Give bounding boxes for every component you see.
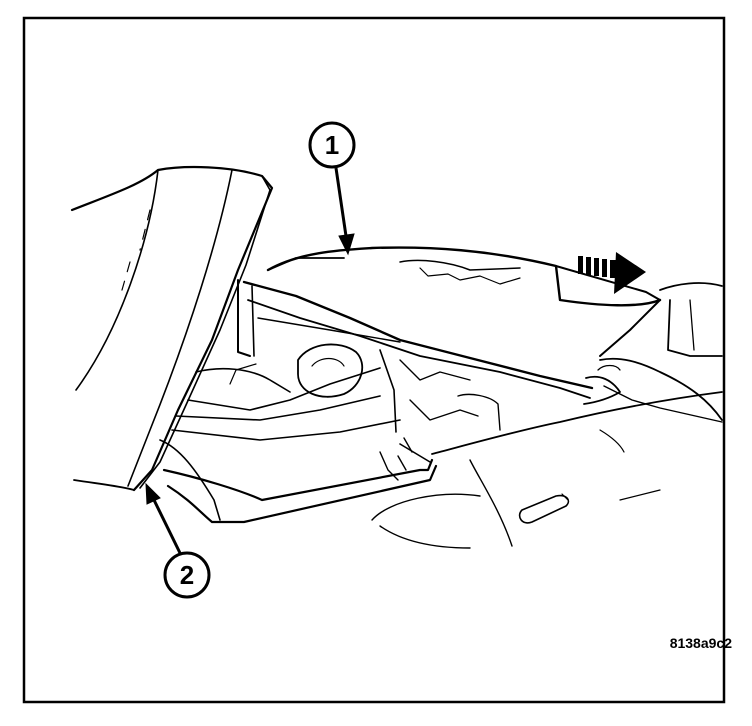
dashed-arrow-right-icon [578,252,646,294]
convertible-top-drawing [70,165,723,549]
callout-1: 1 [308,121,356,256]
callout-2: 2 [145,482,211,599]
callout-1-arrowhead [338,233,355,256]
figure-code: 8138a9c2 [670,635,733,651]
callout-1-circle [308,121,356,169]
callout-1-label: 1 [325,130,339,160]
callout-1-leader [334,167,348,237]
callout-2-label: 2 [180,560,194,590]
figure-border [22,16,726,704]
callout-2-arrowhead [145,482,161,505]
callout-2-circle [163,551,211,599]
callout-2-leader [152,499,182,554]
